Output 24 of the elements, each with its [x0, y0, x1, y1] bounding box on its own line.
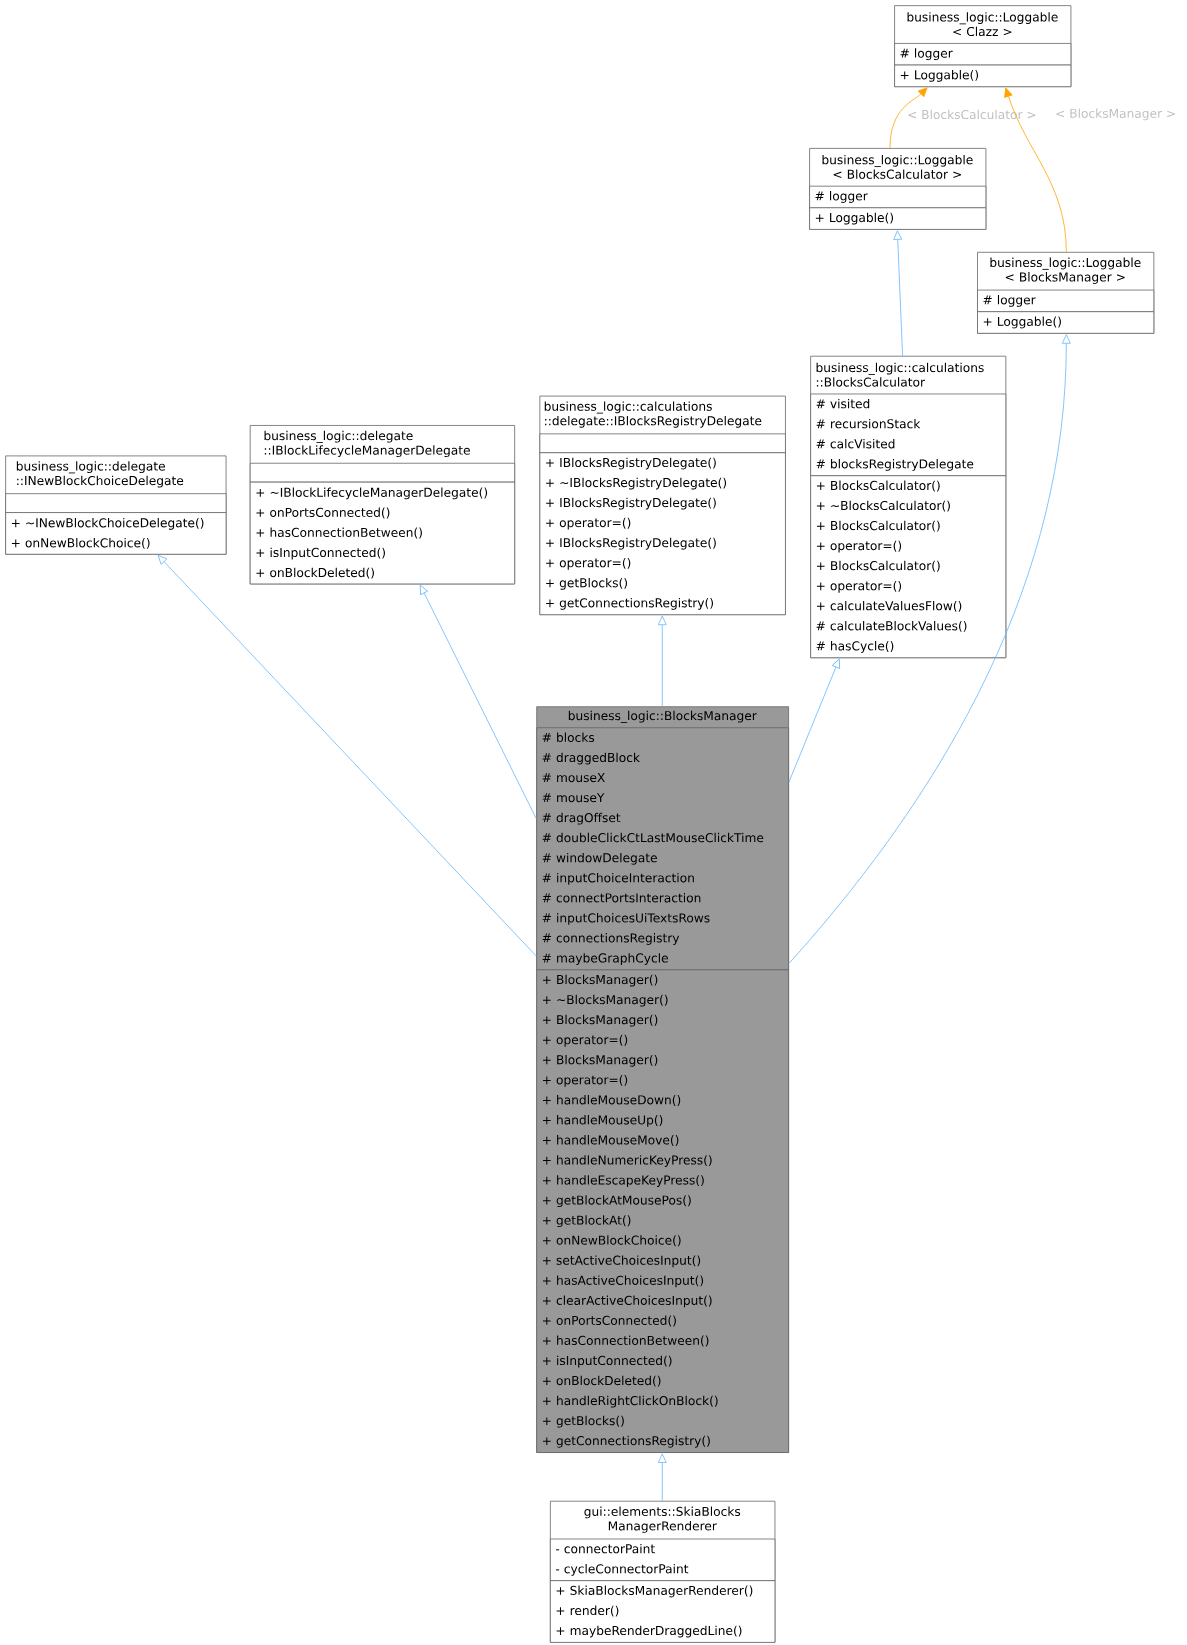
inheritance-arrow — [1004, 87, 1067, 253]
attribute-compartment: # logger — [809, 185, 987, 209]
attribute-compartment: # logger — [977, 289, 1155, 313]
inheritance-arrow — [788, 658, 841, 783]
inheritance-arrow — [657, 1453, 667, 1502]
inheritance-arrow — [889, 87, 928, 149]
inheritance-arrow — [788, 334, 1071, 964]
inheritance-arrow — [419, 584, 537, 820]
method-compartment: + Loggable() — [977, 311, 1155, 334]
method-compartment: + BlocksManager() + ~BlocksManager() + BlocksManager() + operator=() + BlocksManager() + operator=() + handleMouseDown() + handleMouseUp() + handleMouseMove() + handleNumericKeyPress() + handleEscapeKeyPress() + getBlockAtMousePos() + getBlockAt() + onNewBlockChoice() + setActiveChoicesInput() + hasActiveChoicesInput() + clearActiveChoicesInput() + onPortsConnected() + hasConnectionBetween() + isInputConnected() + onBlockDeleted() + handleRightClickOnBlock() + getBlocks() + getConnectionsRegistry() — [536, 969, 789, 1453]
attribute-compartment — [539, 433, 786, 454]
inheritance-arrow — [893, 230, 903, 357]
method-compartment: + Loggable() — [809, 207, 987, 230]
inheritance-arrow — [657, 615, 667, 707]
attribute-compartment: # visited # recursionStack # calcVisited # blocksRegistryDelegate — [810, 393, 1007, 477]
attribute-compartment: # logger — [894, 43, 1072, 66]
attribute-compartment: - connectorPaint - cycleConnectorPaint — [549, 1538, 776, 1582]
attribute-compartment — [5, 493, 227, 513]
inheritance-arrow — [157, 554, 537, 957]
method-compartment: + SkiaBlocksManagerRenderer() + render() + maybeRenderDraggedLine() — [549, 1580, 776, 1643]
attribute-compartment: # blocks # draggedBlock # mouseX # mouseY # dragOffset # doubleClickCtLastMouseClickTime # windowDelegate # inputChoiceInteraction # connectPortsInteraction # inputChoicesUiTextsRows # connectionsRegistry # maybeGraphCycle — [536, 727, 789, 971]
edge-label: < BlocksManager > — [1054, 107, 1178, 122]
method-compartment: + Loggable() — [894, 64, 1072, 88]
attribute-compartment — [249, 462, 516, 483]
